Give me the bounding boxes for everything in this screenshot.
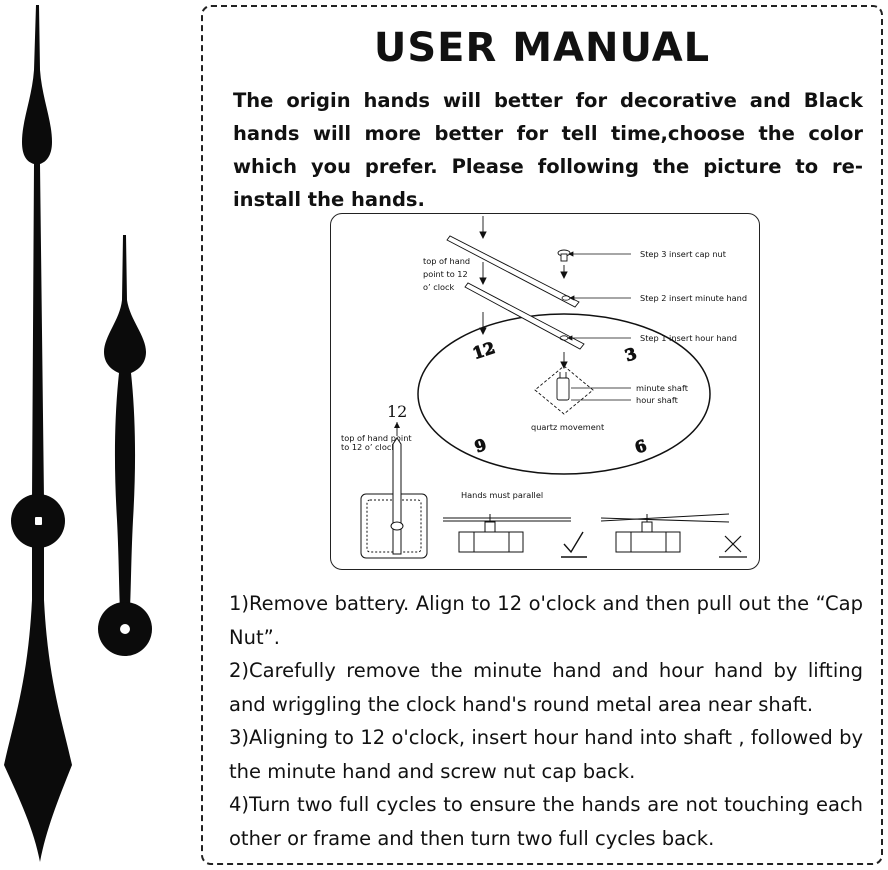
checkmark-icon xyxy=(561,531,587,558)
user-manual-panel: USER MANUAL The origin hands will better… xyxy=(201,5,883,865)
correct-alignment-illustration xyxy=(443,514,571,553)
installation-diagram: 12 3 9 6 xyxy=(330,213,760,570)
minute-hand-hole xyxy=(35,517,42,525)
label-top-of-hand: top of hand xyxy=(423,256,470,266)
label-step-1: Step 1 insert hour hand xyxy=(640,333,737,343)
dial-number-9: 9 xyxy=(472,435,488,457)
manual-intro: The origin hands will better for decorat… xyxy=(233,89,863,211)
label-top-of-hand-2: point to 12 xyxy=(423,269,468,279)
label-step-3: Step 3 insert cap nut xyxy=(640,249,727,259)
quartz-movement-outline xyxy=(534,365,594,415)
minute-hand xyxy=(4,5,72,862)
installation-diagram-drawing: 12 3 9 6 xyxy=(341,216,747,559)
instruction-steps: 1)Remove battery. Align to 12 o'clock an… xyxy=(229,587,863,855)
movement-back-illustration xyxy=(360,437,428,559)
label-hands-parallel: Hands must parallel xyxy=(461,490,543,500)
label-small-top-of-hand-2: to 12 o’ clock xyxy=(341,442,396,452)
step-2: 2)Carefully remove the minute hand and h… xyxy=(229,659,863,716)
dial-number-3: 3 xyxy=(623,344,639,366)
cap-nut-icon xyxy=(557,249,571,262)
label-top-of-hand-3: o’ clock xyxy=(423,282,455,292)
label-step-2: Step 2 insert minute hand xyxy=(640,293,747,303)
step-3: 3)Aligning to 12 o'clock, insert hour ha… xyxy=(229,726,863,783)
step-4: 4)Turn two full cycles to ensure the han… xyxy=(229,793,863,850)
label-twelve: 12 xyxy=(387,402,407,421)
label-minute-shaft: minute shaft xyxy=(636,383,689,393)
hour-hand-hole xyxy=(120,624,130,634)
dial-number-6: 6 xyxy=(633,436,649,458)
label-small-top-of-hand: top of hand point xyxy=(341,433,412,443)
label-hour-shaft: hour shaft xyxy=(636,395,679,405)
label-quartz-movement: quartz movement xyxy=(531,422,605,432)
dial-number-12: 12 xyxy=(470,338,497,363)
diagram-hour-hand xyxy=(464,282,585,350)
clock-hands-illustration xyxy=(4,5,152,862)
incorrect-alignment-illustration xyxy=(600,513,730,553)
manual-title: USER MANUAL xyxy=(373,25,711,71)
step-1: 1)Remove battery. Align to 12 o'clock an… xyxy=(229,592,863,649)
cross-icon xyxy=(719,535,747,558)
diagram-minute-hand xyxy=(446,235,580,308)
clock-face xyxy=(417,313,711,475)
arrow-down-icon xyxy=(479,216,568,370)
hour-hand xyxy=(104,235,146,608)
shaft-icon xyxy=(556,372,570,401)
